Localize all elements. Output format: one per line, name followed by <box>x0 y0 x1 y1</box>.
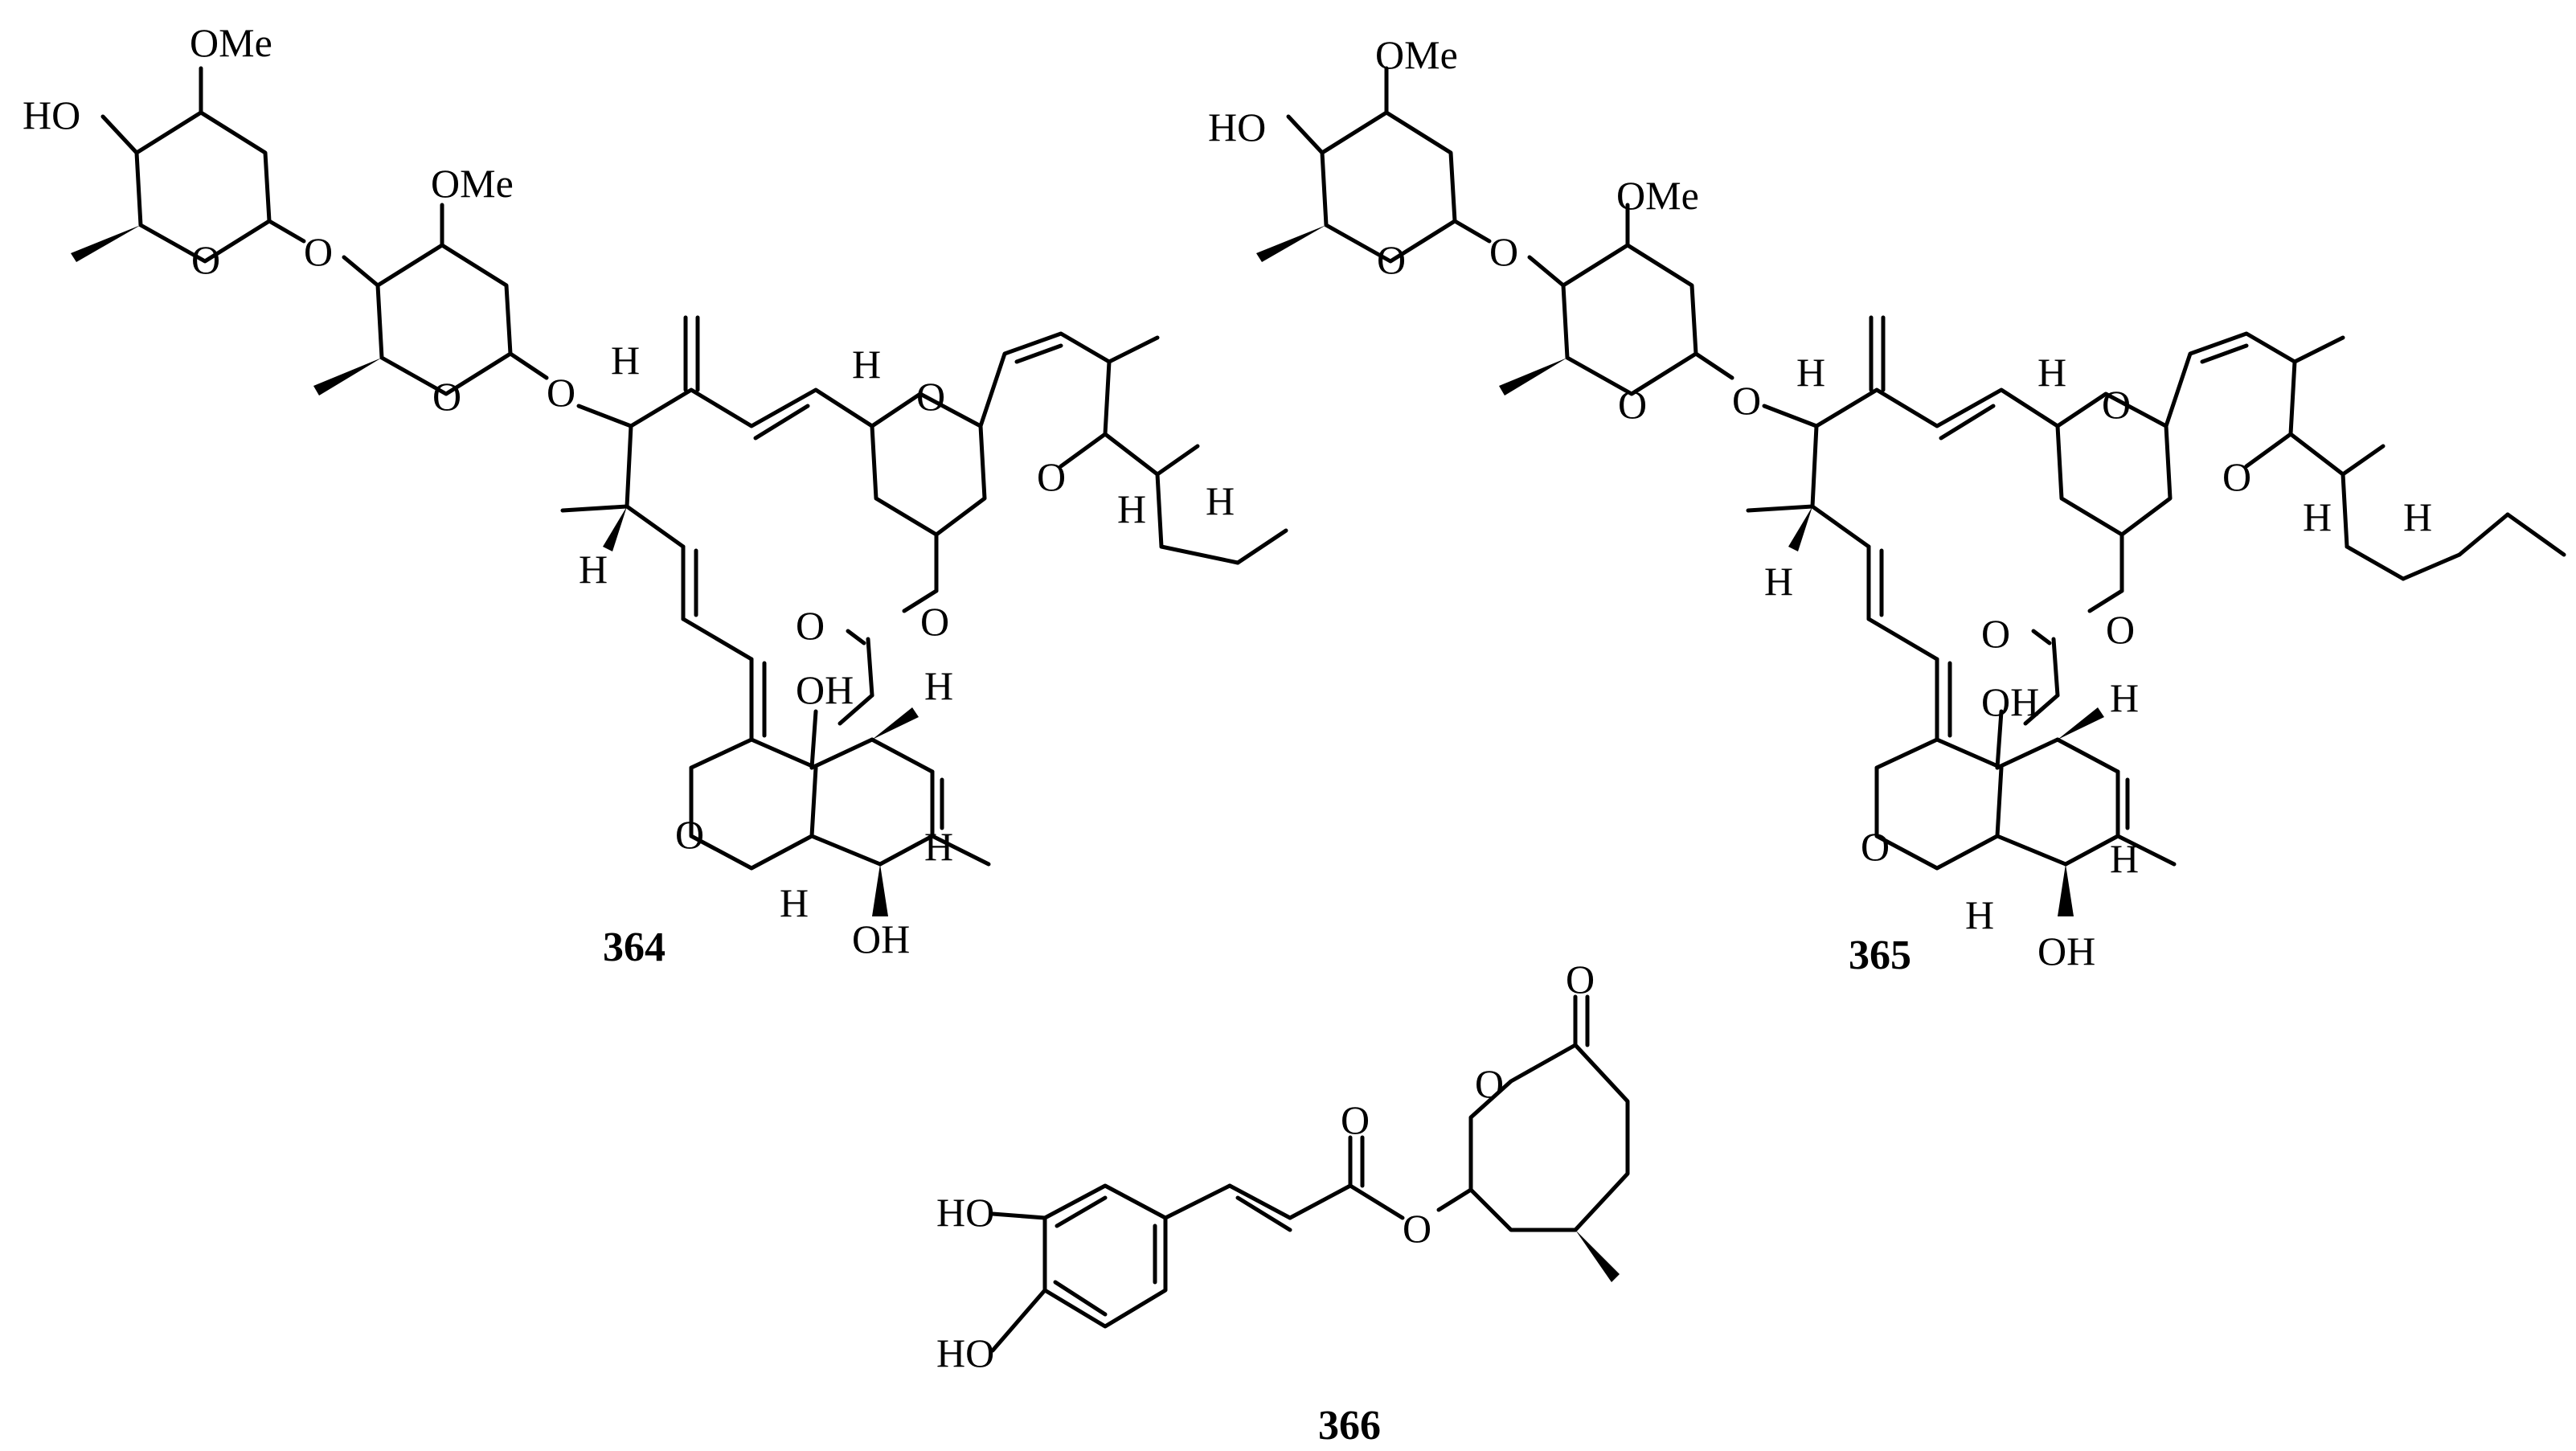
atom-label: H <box>1796 350 1825 395</box>
compound-366-atom-labels: HO HO O O O O <box>936 957 1595 1375</box>
atom-label: H <box>2110 836 2139 881</box>
atom-label: HO <box>1208 105 1266 150</box>
atom-label: HO <box>23 92 80 137</box>
atom-label: O <box>796 603 825 648</box>
compound-number: 365 <box>1849 932 1911 978</box>
atom-label: OH <box>2037 928 2095 973</box>
atom-label: O <box>2106 607 2135 652</box>
compound-number: 366 <box>1318 1403 1381 1449</box>
compound-365: OMe HO O O OMe O O H H O O H H H O O H O… <box>1208 32 2566 978</box>
atom-label: H <box>2403 494 2432 539</box>
atom-label: O <box>675 812 704 857</box>
atom-label: O <box>1341 1097 1370 1142</box>
atom-label: O <box>432 374 461 419</box>
atom-label: OH <box>796 667 854 712</box>
compound-number: 364 <box>603 924 666 970</box>
atom-label: H <box>1206 478 1235 523</box>
atom-label: H <box>1117 486 1146 531</box>
atom-label: O <box>1732 378 1761 423</box>
atom-label: O <box>2102 382 2131 427</box>
atom-label: HO <box>936 1330 994 1375</box>
compound-364-atom-labels: OMe HO O O OMe O O H H O O H H H O O H O… <box>23 20 1235 961</box>
atom-label: O <box>547 370 575 415</box>
compound-364: OMe HO O O OMe O O H H O O H H H O O H O… <box>23 20 1288 970</box>
atom-label: H <box>1965 892 1994 937</box>
atom-label: O <box>1037 454 1066 499</box>
atom-label: OMe <box>1375 32 1458 77</box>
atom-label: OMe <box>1616 173 1699 218</box>
atom-label: O <box>1377 237 1406 282</box>
atom-label: O <box>1566 957 1595 1002</box>
atom-label: H <box>852 342 881 387</box>
atom-label: OH <box>1981 679 2039 724</box>
atom-label: HO <box>936 1190 994 1235</box>
atom-label: H <box>2303 494 2332 539</box>
atom-label: H <box>579 547 608 592</box>
atom-label: H <box>1764 559 1793 604</box>
compound-366: HO HO O O O O 366 <box>936 957 1630 1449</box>
compound-366-bonds <box>990 994 1630 1353</box>
atom-label: OMe <box>431 161 514 206</box>
atom-label: O <box>1489 229 1518 274</box>
atom-label: O <box>304 229 333 274</box>
compound-365-bonds <box>1256 66 2566 916</box>
compound-365-atom-labels: OMe HO O O OMe O O H H O O H H H O O H O… <box>1208 32 2432 973</box>
atom-label: H <box>924 824 953 869</box>
atom-label: OH <box>852 916 910 961</box>
atom-label: O <box>2222 454 2251 499</box>
atom-label: O <box>916 374 945 419</box>
atom-label: O <box>191 237 220 282</box>
atom-label: H <box>780 880 809 925</box>
atom-label: H <box>2037 350 2066 395</box>
compound-364-bonds <box>71 66 1288 916</box>
atom-label: H <box>611 338 640 383</box>
atom-label: O <box>1403 1206 1431 1251</box>
atom-label: O <box>1618 382 1647 427</box>
atom-label: O <box>1981 611 2010 656</box>
atom-label: H <box>924 663 953 708</box>
atom-label: O <box>1861 824 1890 869</box>
atom-label: OMe <box>190 20 272 65</box>
atom-label: H <box>2110 675 2139 720</box>
atom-label: O <box>920 599 949 644</box>
atom-label: O <box>1475 1061 1504 1106</box>
